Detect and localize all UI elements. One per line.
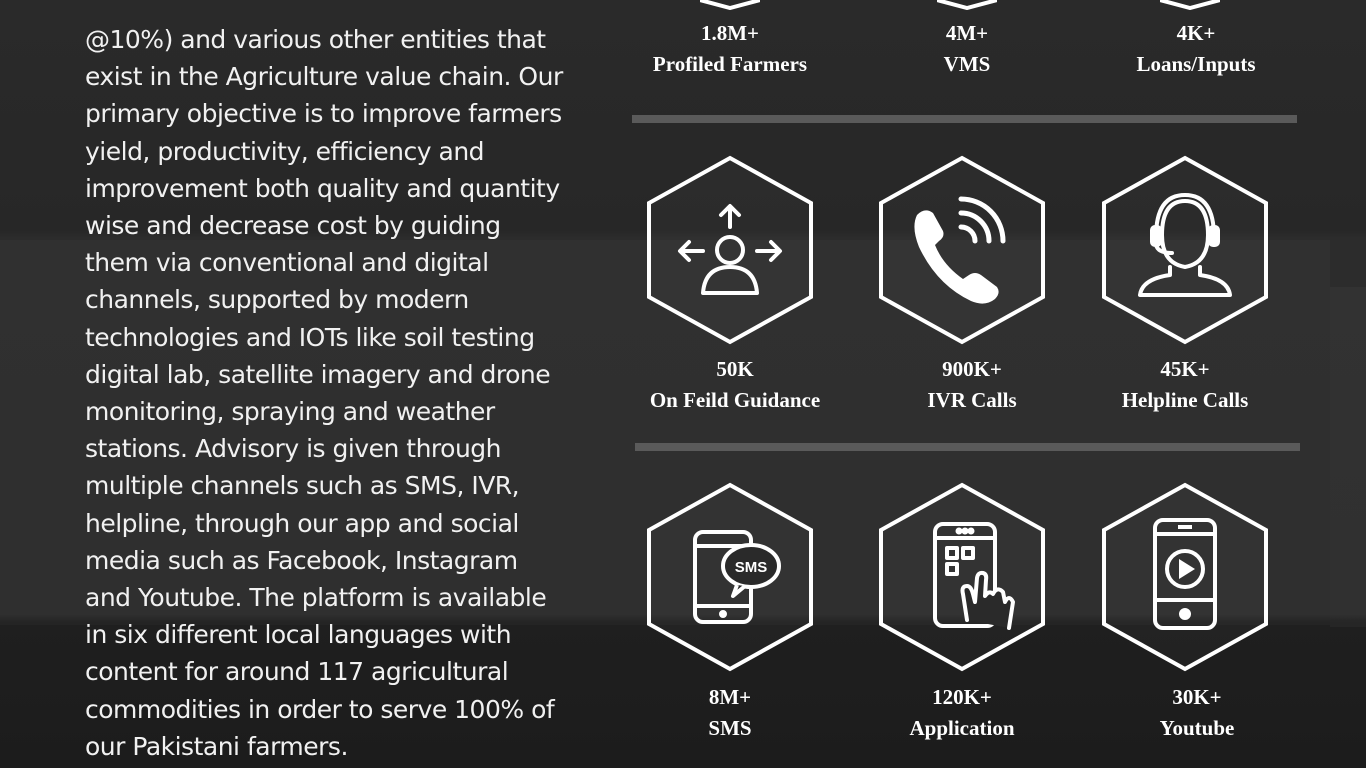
intro-paragraph: @10%) and various other entities that ex… [85, 0, 575, 765]
background-band-right [1330, 287, 1366, 627]
intro-line: media such as Facebook, Instagram [85, 545, 518, 575]
stat-value: 120K+ [932, 685, 992, 709]
intro-line: exist in the Agriculture value chain. Ou… [85, 62, 563, 92]
intro-line: content for around 117 agricultural [85, 657, 509, 687]
intro-line: primary objective is to improve farmers [85, 99, 562, 129]
section-divider [632, 115, 1297, 123]
stat-value: 4M+ [945, 21, 989, 45]
hexagon-tip [937, 0, 997, 10]
stat-value: 45K+ [1160, 357, 1210, 381]
stat-label: Loans/Inputs [1136, 52, 1256, 76]
stat-value: 8M+ [708, 685, 752, 709]
stat-value: 1.8M+ [700, 21, 760, 45]
hexagon-tip [1160, 0, 1220, 10]
intro-line: them via conventional and digital [85, 248, 489, 278]
hexagon-field-guidance [645, 155, 815, 345]
intro-line: @10%) and various other entities that [85, 25, 546, 54]
headset-agent-icon [1138, 193, 1232, 297]
hexagon-ivr-calls [877, 155, 1047, 345]
intro-line: multiple channels such as SMS, IVR, [85, 471, 520, 501]
stat-label: SMS [708, 716, 752, 740]
stat-sms: 8M+ SMS [600, 682, 860, 744]
stat-label: IVR Calls [927, 388, 1017, 412]
intro-line: commodities in order to serve 100% of [85, 694, 555, 724]
stat-value: 900K+ [942, 357, 1002, 381]
mobile-app-icon [933, 522, 1015, 630]
intro-line: yield, productivity, efficiency and [85, 136, 485, 166]
intro-line: monitoring, spraying and weather [85, 397, 495, 427]
video-play-phone-icon [1153, 518, 1217, 630]
stat-label: Application [909, 716, 1015, 740]
stat-ivr-calls: 900K+ IVR Calls [842, 354, 1102, 416]
intro-line: and Youtube. The platform is available [85, 583, 547, 613]
hexagon-sms: SMS [645, 482, 815, 672]
hexagon-tip [700, 0, 760, 10]
intro-line: helpline, through our app and social [85, 508, 519, 538]
sms-phone-icon [693, 530, 781, 624]
phone-call-icon [914, 196, 1006, 304]
stat-helpline-calls: 45K+ Helpline Calls [1055, 354, 1315, 416]
intro-line-cut [85, 0, 575, 21]
intro-line: wise and decrease cost by guiding [85, 211, 501, 241]
sms-icon-text: SMS [735, 559, 768, 576]
field-guidance-icon [678, 204, 782, 295]
intro-line: in six different local languages with [85, 620, 512, 650]
hexagon-helpline-calls [1100, 155, 1270, 345]
stat-value: 30K+ [1172, 685, 1222, 709]
stat-loans-inputs: 4K+ Loans/Inputs [1066, 18, 1326, 80]
intro-line: stations. Advisory is given through [85, 434, 502, 464]
stat-application: 120K+ Application [832, 682, 1092, 744]
stat-label: Profiled Farmers [652, 52, 808, 76]
hexagon-application [877, 482, 1047, 672]
stat-label: VMS [943, 52, 991, 76]
stat-value: 50K [716, 357, 754, 381]
stat-label: Helpline Calls [1121, 388, 1249, 412]
stat-label: Youtube [1159, 716, 1235, 740]
intro-line: our Pakistani farmers. [85, 731, 348, 761]
intro-line: channels, supported by modern [85, 285, 469, 315]
stat-label: On Feild Guidance [649, 388, 821, 412]
stat-vms: 4M+ VMS [837, 18, 1097, 80]
stat-on-field-guidance: 50K On Feild Guidance [605, 354, 865, 416]
stat-youtube: 30K+ Youtube [1067, 682, 1327, 744]
intro-line: technologies and IOTs like soil testing [85, 322, 535, 352]
stat-value: 4K+ [1176, 21, 1216, 45]
intro-line: improvement both quality and quantity [85, 173, 560, 203]
hexagon-youtube [1100, 482, 1270, 672]
section-divider [635, 443, 1300, 451]
stat-profiled-farmers: 1.8M+ Profiled Farmers [600, 18, 860, 80]
intro-line: digital lab, satellite imagery and drone [85, 359, 551, 389]
